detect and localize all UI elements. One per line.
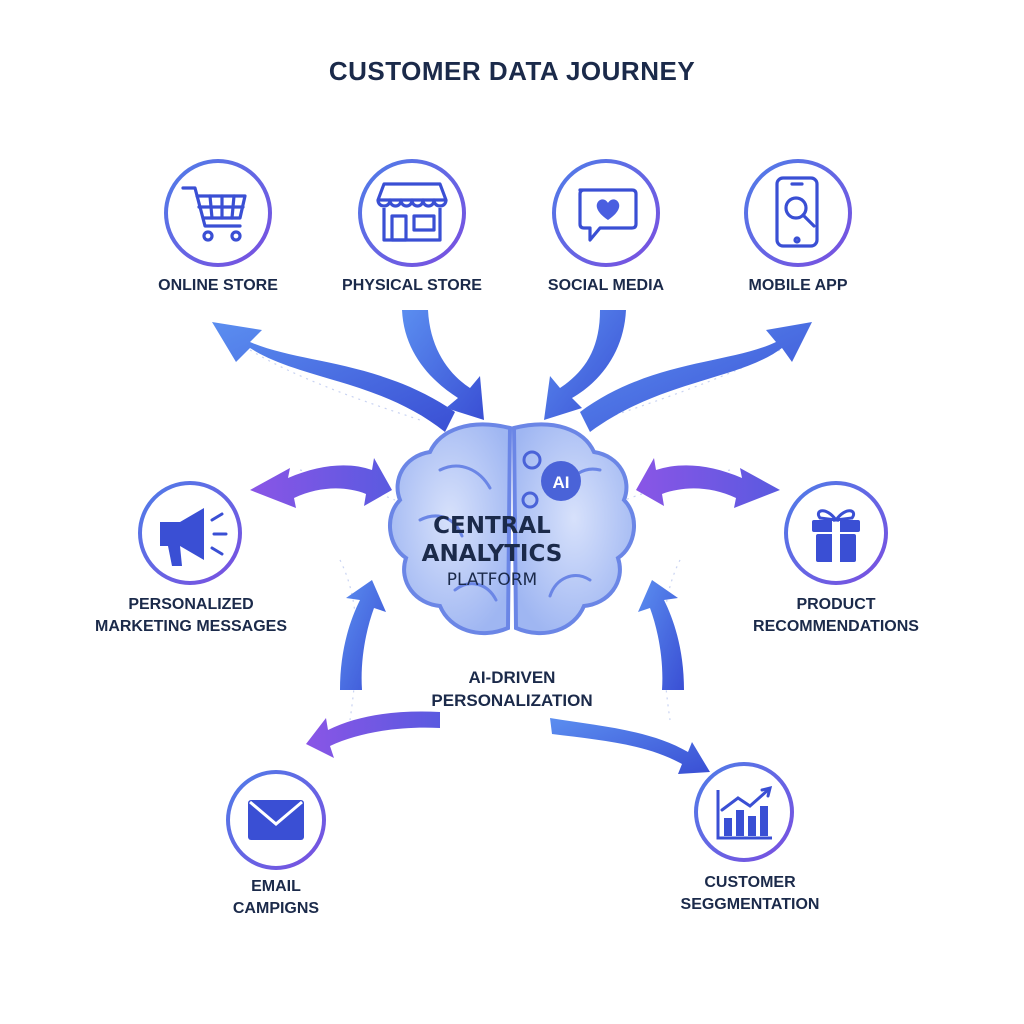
- ai-gear-icon: [541, 461, 581, 501]
- node-online-store-circle: [164, 159, 272, 267]
- arrow-up-right-lower: [638, 580, 684, 690]
- node-physical-store-circle: [358, 159, 466, 267]
- central-label-line2: ANALYTICS: [421, 541, 563, 567]
- arrow-marketing: [250, 458, 392, 508]
- gift-icon: [812, 509, 860, 562]
- node-social-media-circle: [552, 159, 660, 267]
- arrow-to-segmentation: [550, 718, 710, 774]
- heart-chat-icon: [578, 188, 638, 242]
- arrow-up-left-lower: [340, 580, 386, 690]
- bar-chart-icon: [716, 785, 773, 840]
- ai-personalization-caption: AI-DRIVEN PERSONALIZATION: [431, 668, 593, 710]
- arrow-to-email: [306, 711, 440, 758]
- physical-store-label: PHYSICAL STORE: [342, 277, 482, 294]
- recommendations-label: PRODUCT RECOMMENDATIONS: [753, 596, 919, 635]
- ai-badge: AI: [553, 473, 570, 492]
- shopping-cart-icon: [181, 186, 247, 242]
- central-label-line1: CENTRAL: [433, 513, 551, 539]
- node-segmentation-circle: [694, 762, 794, 862]
- megaphone-icon: [160, 508, 228, 566]
- central-label-line3: PLATFORM: [446, 570, 538, 590]
- arrow-recommendations: [636, 458, 780, 508]
- marketing-label: PERSONALIZED MARKETING MESSAGES: [94, 596, 287, 635]
- node-marketing-circle: [138, 481, 242, 585]
- segmentation-label: CUSTOMER SEGGMENTATION: [680, 874, 820, 913]
- brain-icon: AI: [387, 422, 637, 636]
- arrow-to-online-store: [212, 322, 455, 432]
- node-recommendations-circle: [784, 481, 888, 585]
- phone-search-icon: [775, 176, 819, 248]
- arrow-to-mobile-app: [580, 322, 812, 432]
- arrow-from-physical-store: [402, 310, 484, 420]
- email-label: EMAIL CAMPIGNS: [232, 878, 320, 917]
- arrow-from-social-media: [544, 310, 626, 420]
- page-title: CUSTOMER DATA JOURNEY: [328, 56, 696, 86]
- mobile-app-label: MOBILE APP: [748, 277, 848, 294]
- envelope-icon: [248, 800, 304, 840]
- node-email-circle: [226, 770, 326, 870]
- central-platform-label: CENTRAL ANALYTICS PLATFORM: [392, 512, 592, 592]
- social-media-label: SOCIAL MEDIA: [547, 277, 665, 294]
- online-store-label: ONLINE STORE: [158, 277, 278, 294]
- node-mobile-app-circle: [744, 159, 852, 267]
- storefront-icon: [376, 182, 448, 242]
